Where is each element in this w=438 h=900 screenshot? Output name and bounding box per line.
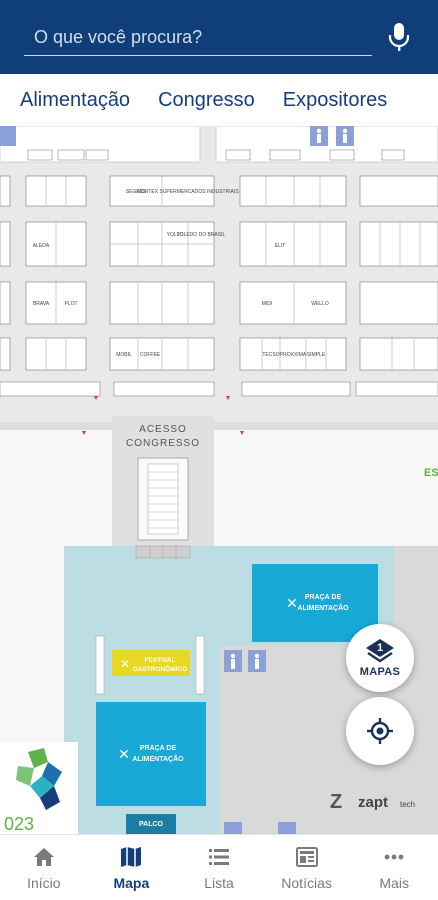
search-bar[interactable]	[24, 20, 372, 56]
event-logo: 023	[0, 742, 78, 834]
zapt-watermark: Z zapt tech	[330, 791, 415, 813]
booth-label: WELLO	[311, 301, 329, 307]
more-dots-icon	[384, 854, 404, 859]
maps-label: MAPAS	[359, 666, 401, 678]
microphone-icon[interactable]	[388, 22, 410, 52]
svg-text:PALCO: PALCO	[139, 821, 164, 828]
nav-noticias[interactable]: Notícias	[263, 835, 351, 900]
tab-alimentacao[interactable]: Alimentação	[20, 88, 131, 111]
svg-text:ALIMENTAÇÃO: ALIMENTAÇÃO	[132, 754, 184, 763]
bottom-navigation: Início Mapa Lista Notícias	[0, 834, 438, 900]
restroom-icon	[224, 822, 296, 834]
svg-text:zapt: zapt	[358, 794, 388, 811]
festival-area[interactable]: FESTIVAL GASTRONÔMICO ✕	[112, 650, 190, 676]
tab-expositores[interactable]: Expositores	[282, 88, 388, 111]
nav-mapa[interactable]: Mapa	[88, 835, 176, 900]
booth-label: BRAVA	[33, 301, 50, 307]
corridor-label-2: CONGRESSO	[126, 438, 200, 449]
svg-text:ALIMENTAÇÃO: ALIMENTAÇÃO	[297, 603, 349, 612]
my-location-button[interactable]	[346, 697, 414, 765]
booth-label: TOLEDO DO BRASIL	[177, 232, 226, 238]
nav-mais[interactable]: Mais	[350, 835, 438, 900]
booth-label: SIMPLE	[307, 352, 326, 358]
booth-label: NORTEX SUPERMERCADOS INDUSTRIAIS	[137, 189, 239, 195]
list-icon	[208, 848, 229, 865]
floor-number: 1	[376, 642, 384, 654]
food-court-bottom[interactable]: PRAÇA DE ALIMENTAÇÃO ✕	[96, 702, 206, 806]
booth-label: TECSO	[262, 352, 279, 358]
booth-label: SEGEOL	[126, 189, 147, 195]
maps-floor-button[interactable]: 1 MAPAS	[346, 624, 414, 692]
svg-text:GASTRONÔMICO: GASTRONÔMICO	[133, 664, 188, 673]
cutlery-icon: ✕	[120, 657, 130, 671]
category-tabs: Alimentação Congresso Expositores	[0, 74, 438, 126]
nav-label: Mapa	[113, 874, 150, 891]
svg-text:PRAÇA DE: PRAÇA DE	[140, 745, 177, 752]
restroom-icon	[224, 650, 266, 672]
search-input[interactable]	[24, 20, 372, 54]
crosshair-icon	[367, 718, 393, 744]
app-header	[0, 0, 438, 74]
cutlery-icon: ✕	[286, 596, 298, 612]
booth-label: MOBIL	[116, 352, 132, 358]
venue-map[interactable]: SEGEOL NORTEX SUPERMERCADOS INDUSTRIAIS …	[0, 126, 438, 834]
newspaper-icon	[295, 846, 318, 867]
booth-label: YOLLO	[167, 232, 184, 238]
svg-text:Z: Z	[330, 791, 342, 813]
nav-label: Notícias	[281, 874, 332, 891]
layers-icon: 1	[365, 638, 395, 664]
food-court-top[interactable]: PRAÇA DE ALIMENTAÇÃO ✕	[252, 564, 378, 642]
booth-label: MIDI	[262, 301, 273, 307]
svg-text:PRAÇA DE: PRAÇA DE	[305, 594, 342, 601]
cutlery-icon: ✕	[118, 747, 130, 763]
booth-label: PLOT	[64, 301, 77, 307]
booth-label: ELIT	[275, 243, 286, 249]
booth-label: COFFEE	[140, 352, 161, 358]
nav-inicio[interactable]: Início	[0, 835, 88, 900]
nav-lista[interactable]: Lista	[175, 835, 263, 900]
escalator	[137, 457, 189, 541]
stage-area[interactable]: PALCO	[126, 814, 176, 834]
svg-text:023: 023	[4, 814, 34, 834]
partial-label: ES	[424, 467, 438, 479]
nav-label: Lista	[204, 874, 234, 891]
nav-label: Início	[27, 874, 61, 891]
nav-label: Mais	[379, 874, 409, 891]
booth-label: PROXXIMA	[280, 352, 307, 358]
restroom-icon	[0, 126, 354, 146]
floor-plan[interactable]: SEGEOL NORTEX SUPERMERCADOS INDUSTRIAIS …	[0, 126, 438, 834]
home-icon	[33, 847, 54, 866]
booth-label: ALEDA	[33, 243, 50, 249]
map-icon	[121, 846, 142, 867]
svg-text:tech: tech	[400, 800, 415, 809]
svg-text:FESTIVAL: FESTIVAL	[145, 657, 176, 664]
corridor-label: ACESSO	[139, 424, 187, 435]
tab-congresso[interactable]: Congresso	[158, 88, 255, 111]
